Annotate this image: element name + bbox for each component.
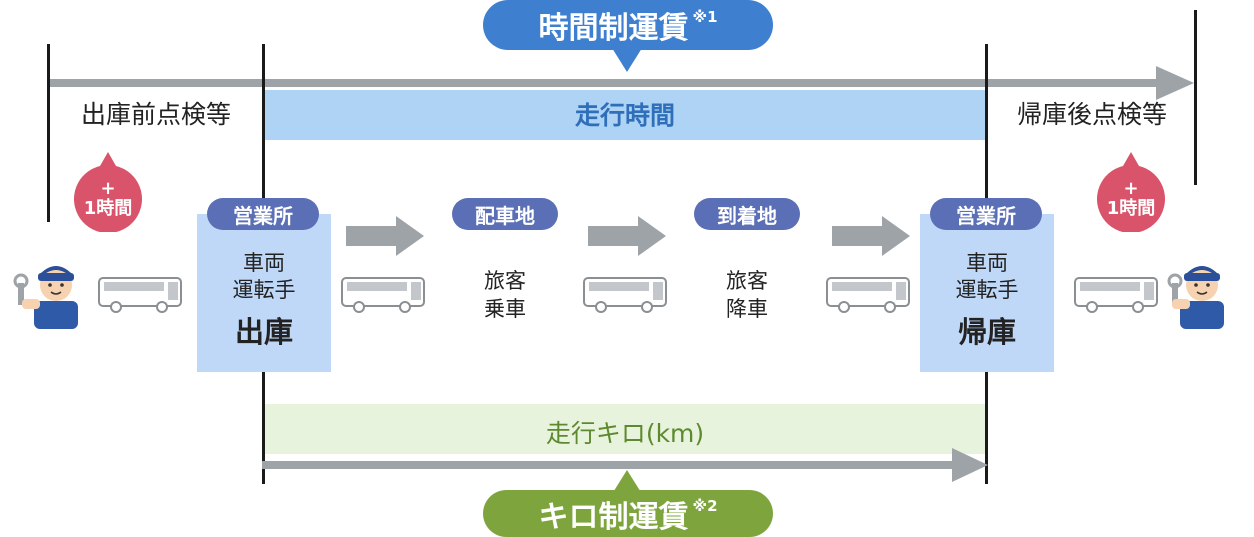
km-fare-pointer-icon	[612, 470, 642, 494]
office-depart-pill: 営業所	[207, 198, 319, 230]
office-depart-line2: 運転手	[232, 278, 296, 302]
plus-one-hour-badge-right	[1097, 152, 1165, 232]
mechanic-left-icon	[13, 266, 78, 329]
office-return-box	[920, 214, 1054, 372]
office-return-line1: 車両	[966, 251, 1008, 275]
bus-icon	[1074, 277, 1158, 313]
time-fare-pill: 時間制運賃 ※1	[483, 0, 773, 50]
plus-one-hour-badge-left	[74, 152, 142, 232]
driving-km-band	[265, 404, 985, 454]
km-fare-note: ※2	[692, 496, 718, 515]
mechanic-right-icon	[1167, 266, 1224, 329]
arrow-right-icon	[832, 216, 910, 256]
time-fare-pointer-icon	[612, 48, 642, 72]
arrival-pill: 到着地	[694, 198, 800, 230]
bus-icon	[826, 277, 910, 313]
pickup-line1: 旅客	[484, 269, 526, 293]
driving-time-label: 走行時間	[574, 101, 675, 130]
office-return-pill: 営業所	[930, 198, 1042, 230]
divider-pre-start	[47, 44, 50, 222]
badge-right-plus: +	[1123, 178, 1139, 199]
post-check-label: 帰庫後点検等	[1016, 100, 1167, 129]
divider-post-end	[1194, 10, 1197, 185]
bus-icon	[341, 277, 425, 313]
office-depart-line1: 車両	[243, 251, 285, 275]
time-fare-label: 時間制運賃	[538, 11, 689, 46]
bus-icon	[98, 277, 182, 313]
office-return-big: 帰庫	[957, 315, 1016, 349]
pre-check-label: 出庫前点検等	[80, 100, 231, 129]
pickup-line2: 乗車	[484, 297, 526, 321]
time-fare-note: ※1	[692, 8, 718, 26]
arrow-right-icon	[346, 216, 424, 256]
arrow-right-icon	[588, 216, 666, 256]
arrival-line2: 降車	[726, 297, 768, 321]
time-range-arrow-icon	[48, 66, 1194, 100]
arrival-line1: 旅客	[726, 269, 768, 293]
office-depart-big: 出庫	[234, 315, 293, 349]
driving-time-band	[265, 90, 985, 140]
bus-icon	[583, 277, 667, 313]
km-range-arrow-icon	[262, 448, 988, 482]
office-return-line2: 運転手	[955, 278, 1019, 302]
office-depart-box	[197, 214, 331, 372]
km-fare-label: キロ制運賃	[538, 499, 689, 535]
km-fare-pill: キロ制運賃 ※2	[483, 490, 773, 537]
driving-km-label: 走行キロ(km)	[545, 419, 705, 448]
badge-left-plus: +	[100, 178, 116, 199]
badge-left-text: 1時間	[83, 198, 133, 219]
pickup-pill: 配車地	[452, 198, 558, 230]
badge-right-text: 1時間	[1106, 198, 1156, 219]
